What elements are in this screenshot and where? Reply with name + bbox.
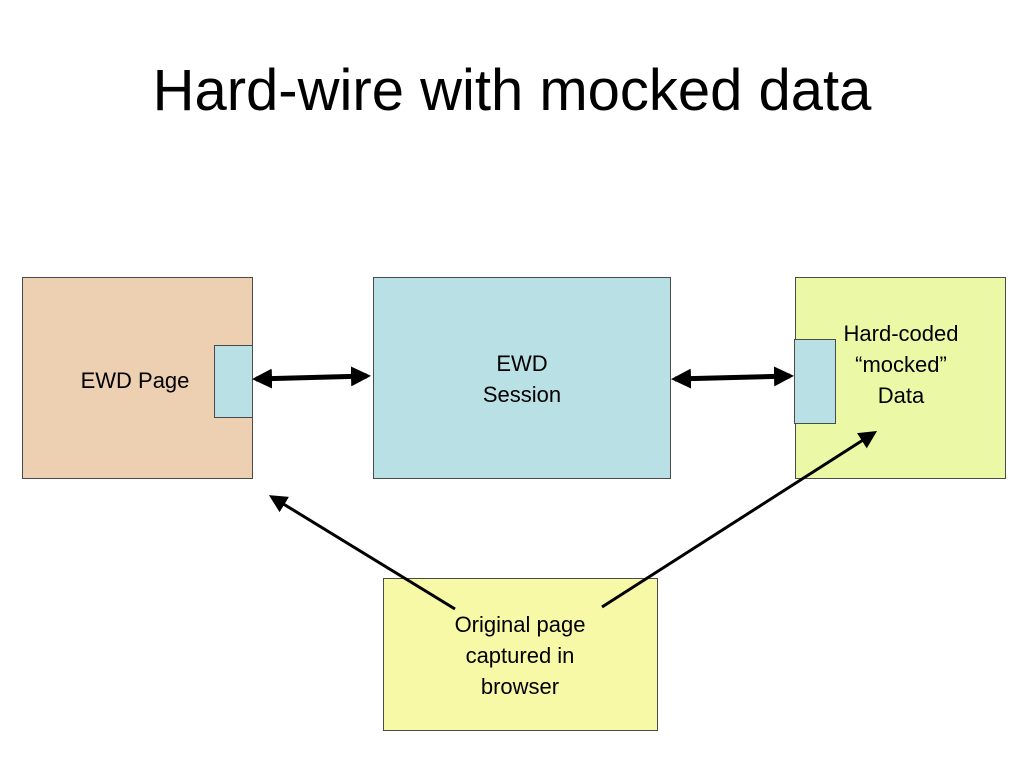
mocked-data-line-1: Hard-coded (843, 321, 959, 346)
original-page-label: Original page captured in browser (420, 609, 620, 702)
ewd-page-connector (214, 345, 253, 418)
mocked-data-label: Hard-coded “mocked” Data (826, 318, 976, 411)
mocked-data-line-2: “mocked” (855, 352, 947, 377)
ewd-session-line-2: Session (482, 382, 562, 407)
session-data-double-arrow (671, 366, 794, 389)
original-page-line-2: captured in (465, 643, 575, 668)
mocked-data-line-3: Data (877, 383, 925, 408)
original-page-line-1: Original page (454, 612, 586, 637)
original-page-line-3: browser (480, 674, 560, 699)
page-session-double-arrow (252, 366, 371, 389)
ewd-session-label: EWD Session (422, 348, 622, 410)
ewd-session-line-1: EWD (496, 351, 548, 376)
mocked-data-connector (794, 339, 836, 424)
ewd-page-label: EWD Page (80, 368, 190, 393)
slide-title: Hard-wire with mocked data (152, 58, 872, 123)
